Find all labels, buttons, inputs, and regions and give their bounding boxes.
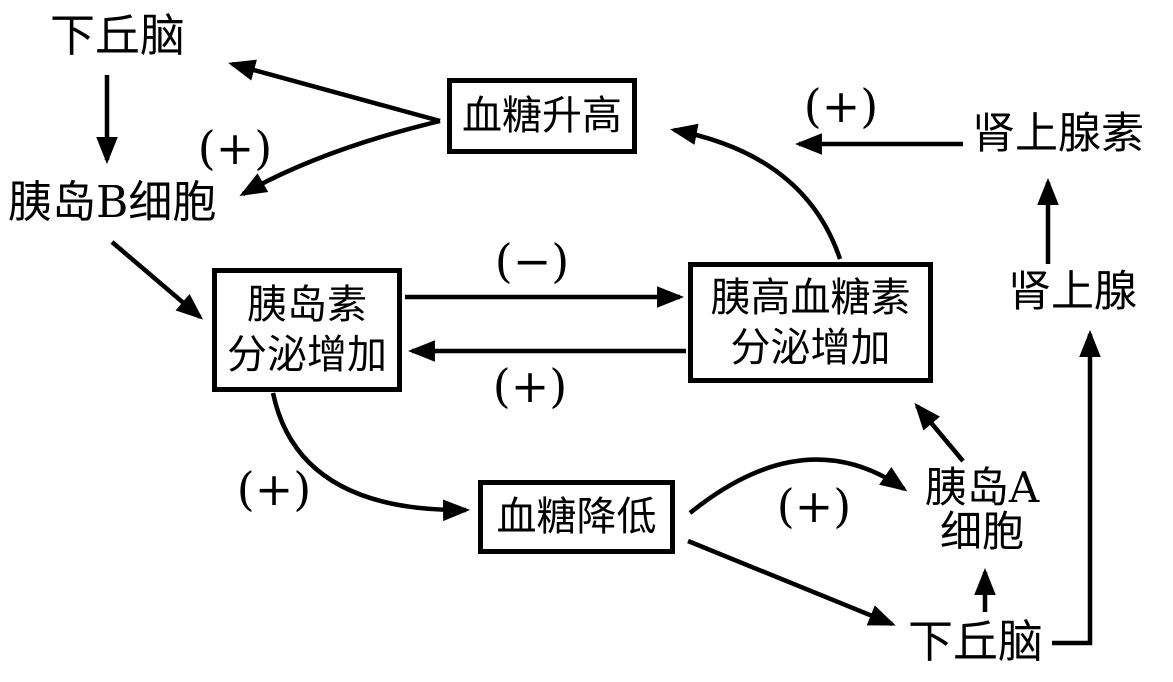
box-insulin-label-line2: 分泌增加 <box>227 332 387 378</box>
box-glucose-fall: 血糖降低 <box>478 480 675 554</box>
arrow-insulin-to-glucose-fall <box>270 392 471 522</box>
sign-glucose-rise-to-islet-b: (+) <box>197 121 273 175</box>
box-glucagon-secretion-increase: 胰高血糖素 分泌增加 <box>688 262 933 383</box>
box-insulin-secretion-increase: 胰岛素 分泌增加 <box>212 268 402 392</box>
box-glucose-rise: 血糖升高 <box>447 78 637 154</box>
sign-glucagon-to-insulin: (+) <box>492 359 568 413</box>
node-islet-b-cells: 胰岛B细胞 <box>8 177 217 228</box>
sign-adrenaline-to-glucose-rise: (+) <box>803 79 879 133</box>
node-adrenaline: 肾上腺素 <box>972 109 1144 159</box>
node-islet-a-cells: 胰岛A 细胞 <box>912 463 1052 557</box>
arrow-glucagon-to-glucose-rise <box>670 123 843 260</box>
node-hypothalamus-bottom: 下丘脑 <box>908 615 1044 668</box>
box-glucagon-label-line1: 胰高血糖素 <box>710 274 911 321</box>
arrow-glucose-fall-to-islet-a <box>688 457 908 515</box>
node-adrenal-gland: 肾上腺 <box>1008 267 1137 317</box>
sign-insulin-to-glucose-fall: (+) <box>236 462 312 516</box>
box-glucose-rise-label: 血糖升高 <box>462 93 622 139</box>
arrow-hypothalamus-bottom-to-adrenal-gland <box>1052 329 1101 646</box>
arrow-glucose-fall-to-hypothalamus-bottom <box>687 538 896 627</box>
box-glucose-fall-label: 血糖降低 <box>496 494 657 540</box>
sign-insulin-to-glucagon: (−) <box>494 234 570 288</box>
arrow-islet-b-to-insulin <box>110 240 204 320</box>
arrow-glucose-rise-to-hypothalamus-top <box>228 59 441 124</box>
arrow-islet-a-to-glucagon <box>914 402 965 463</box>
node-hypothalamus-top: 下丘脑 <box>50 9 186 62</box>
node-islet-a-cells-line1: 胰岛A <box>924 463 1040 512</box>
arrow-glucose-rise-to-islet-b <box>239 118 441 197</box>
box-insulin-label-line1: 胰岛素 <box>247 282 367 328</box>
box-glucagon-label-line2: 分泌增加 <box>730 324 891 371</box>
node-islet-a-cells-line2: 细胞 <box>939 507 1024 557</box>
sign-glucose-fall-to-islet-a: (+) <box>776 479 852 533</box>
